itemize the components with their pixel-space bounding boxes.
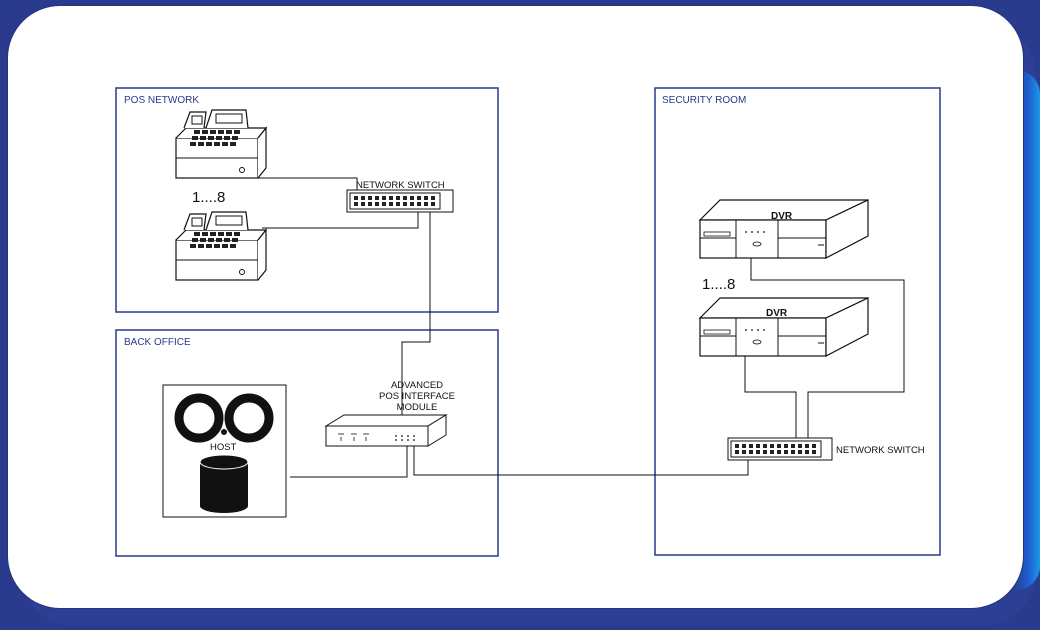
pos-switch-label: NETWORK SWITCH: [356, 180, 445, 191]
dvr-label-top: DVR: [771, 211, 793, 222]
switch-ports: [730, 440, 822, 458]
zone-security-room: [654, 87, 941, 556]
zone-back-office: [115, 329, 499, 557]
zone-label-pos-network: POS NETWORK: [124, 95, 199, 106]
module-label-line1: ADVANCED: [391, 380, 443, 391]
dvr-icon: [699, 297, 869, 357]
module-label-line2: POS INTERFACE: [379, 391, 455, 402]
zone-label-security-room: SECURITY ROOM: [662, 95, 746, 106]
host-label: HOST: [210, 442, 237, 453]
switch-ports: [349, 192, 441, 210]
connection-lines: [258, 177, 905, 478]
dvr-icon: [699, 199, 869, 259]
dvr-count-label: 1....8: [702, 276, 735, 293]
module-label-line3: MODULE: [397, 402, 438, 413]
interface-module-icon: [324, 414, 448, 447]
security-switch-label: NETWORK SWITCH: [836, 445, 925, 456]
database-icon: [199, 454, 249, 513]
cash-register-icon: [175, 109, 267, 179]
dvr-label-bottom: DVR: [766, 308, 788, 319]
zone-label-back-office: BACK OFFICE: [124, 337, 191, 348]
host-reels-icon: [174, 393, 274, 443]
zone-pos-network: [115, 87, 499, 313]
cash-register-icon: [175, 211, 267, 281]
pos-count-label: 1....8: [192, 189, 225, 206]
